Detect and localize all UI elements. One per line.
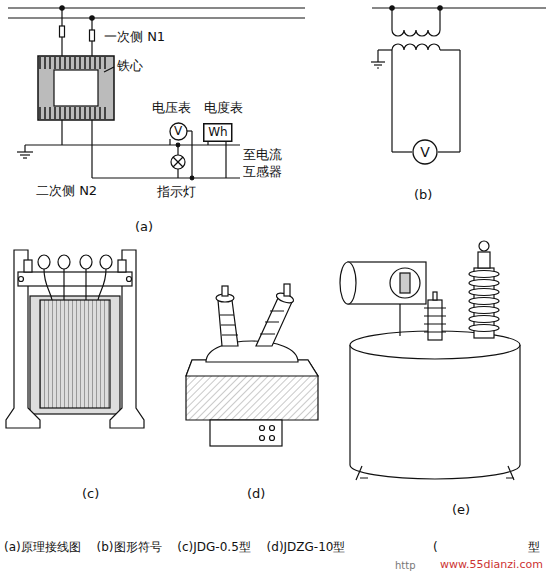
- caption: (a)原理接线图 (b)图形符号 (c)JDG-0.5型 (d)JDZG-10型: [4, 539, 345, 555]
- transformer-c: [6, 250, 144, 428]
- transformer-e: [340, 241, 520, 480]
- transformer-d: [186, 284, 318, 446]
- meter-text: V: [174, 125, 182, 138]
- figure-label: (d): [247, 486, 265, 502]
- meter-text: Wh: [208, 126, 227, 139]
- part-label: 二次侧 N2: [36, 183, 97, 199]
- circuit-a: [8, 6, 305, 180]
- meter-text: V: [420, 146, 430, 159]
- figure-label: (b): [414, 187, 432, 203]
- part-label: 电压表: [152, 100, 191, 116]
- figure-label: (c): [82, 486, 99, 502]
- part-label: 电度表: [204, 100, 243, 116]
- figure-label: (a): [135, 219, 153, 235]
- watermark: www.55dianzi.com: [440, 557, 543, 573]
- meter-box: Wh: [203, 123, 232, 142]
- part-label: 铁心: [117, 58, 143, 74]
- watermark: http: [395, 558, 416, 574]
- figure-label: 型: [528, 539, 540, 555]
- figure-label: (: [433, 539, 438, 555]
- part-label: 指示灯: [157, 184, 196, 200]
- part-label: 一次侧 N1: [104, 29, 165, 45]
- meter-circle: V: [412, 139, 438, 165]
- symbol-b: [371, 6, 546, 152]
- figure-label: (e): [452, 502, 470, 518]
- meter-circle: V: [169, 122, 188, 141]
- part-label: 至电流 互感器: [243, 146, 289, 180]
